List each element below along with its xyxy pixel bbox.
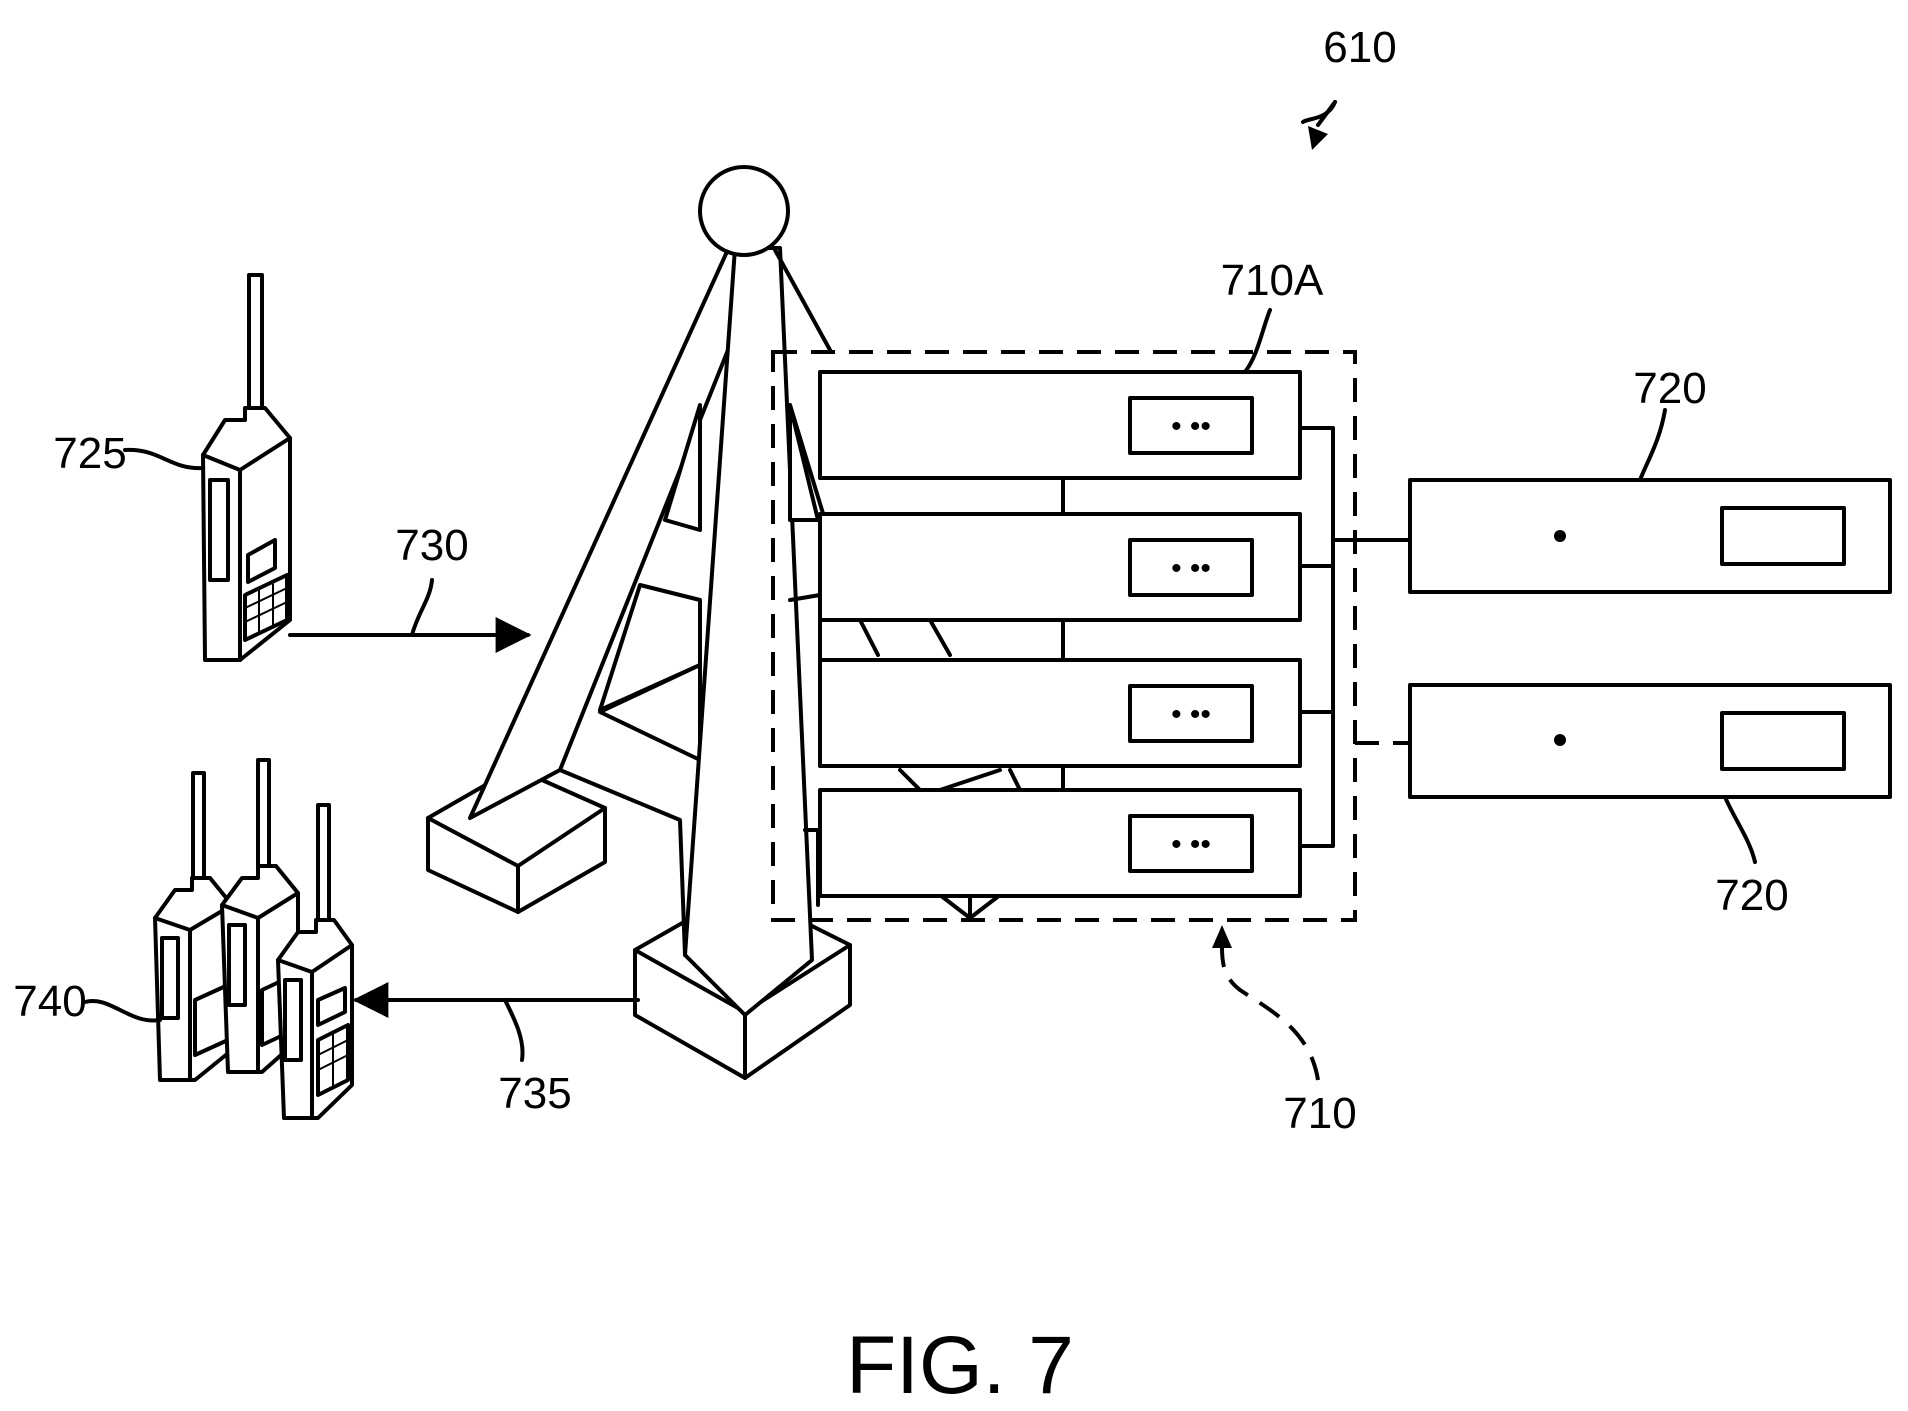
leader-740 [85,1001,160,1021]
console-top [1333,480,1890,592]
console-indicator [1554,734,1566,746]
unit-display-text: • •• [1171,828,1211,861]
leader-720-bottom [1725,797,1755,862]
leader-720-top [1640,410,1665,480]
radio-group-unit-3 [278,805,352,1118]
unit-rack: • •• • •• • •• • •• [773,352,1355,920]
unit-710a: • •• [820,372,1300,478]
leader-710-arrowhead [1212,925,1232,948]
figure-caption: FIG. 7 [846,1320,1074,1411]
leader-735 [505,1000,523,1060]
leader-725 [125,450,203,468]
handheld-radio-725 [203,275,290,660]
unit-3: • •• [820,660,1300,766]
leader-610 [1303,102,1335,122]
label-725: 725 [53,429,126,478]
radio-group-unit-1 [155,773,232,1080]
console-bottom [1355,685,1890,797]
label-735: 735 [498,1069,571,1118]
unit-display-text: • •• [1171,410,1211,443]
leader-710a [1245,310,1270,372]
label-710a: 710A [1221,256,1324,305]
label-720-bottom: 720 [1715,871,1788,920]
label-720-top: 720 [1633,364,1706,413]
unit-4: • •• [820,790,1300,896]
label-740: 740 [13,977,86,1026]
handheld-radio-group-740 [155,760,352,1118]
tower-beacon [700,167,788,255]
leader-730 [412,580,432,635]
console-display [1722,508,1844,564]
unit-2: • •• [820,514,1300,620]
unit-bus [1300,428,1333,846]
label-610: 610 [1323,23,1396,72]
unit-display-text: • •• [1171,552,1211,585]
console-indicator [1554,530,1566,542]
unit-display-text: • •• [1171,698,1211,731]
radio-tower [428,167,850,1078]
console-display [1722,713,1844,769]
label-710: 710 [1283,1089,1356,1138]
leader-710 [1222,940,1318,1080]
label-730: 730 [395,521,468,570]
radio-side-button [210,480,228,580]
